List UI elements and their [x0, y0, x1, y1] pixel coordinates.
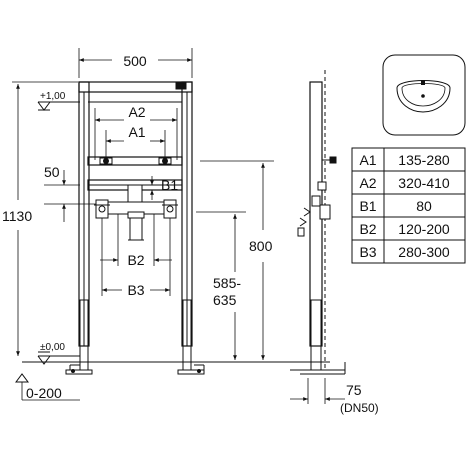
dimension-500 — [78, 48, 193, 78]
top-rail — [78, 81, 193, 93]
width-500-label: 500 — [123, 53, 147, 69]
dimension-800 — [200, 160, 274, 360]
dimension-a1 — [105, 130, 166, 157]
bolt-bracket-bar — [87, 156, 183, 166]
height-800-label: 800 — [249, 238, 273, 254]
b1-label: B1 — [161, 177, 178, 193]
table-row-key: A1 — [359, 152, 376, 168]
dimension-b2 — [100, 214, 172, 266]
dimension-a2 — [94, 108, 178, 160]
table-row-key: B2 — [359, 221, 376, 237]
dimension-1130 — [12, 81, 78, 356]
table-row-value: 320-410 — [398, 175, 450, 191]
level-marker-icon — [37, 101, 51, 111]
depth-note-label: (DN50) — [340, 401, 379, 415]
dimension-75 — [290, 378, 345, 404]
table-row-key: A2 — [359, 175, 376, 191]
floor-level-label: ±0,00 — [40, 342, 65, 353]
height-range-label-2: 635 — [213, 292, 237, 308]
dimension-0-200 — [21, 382, 80, 401]
height-range-label-1: 585- — [213, 275, 241, 291]
dimension-b3 — [101, 218, 171, 296]
washbasin-icon — [382, 54, 466, 136]
a1-label: A1 — [128, 124, 145, 140]
table-row-value: 80 — [416, 198, 432, 214]
table-row-value: 120-200 — [398, 221, 450, 237]
top-level-label: +1,00 — [40, 91, 66, 102]
front-view — [22, 81, 290, 375]
table-row-key: B1 — [359, 198, 376, 214]
dimension-table: A1 135-280 A2 320-410 B1 80 B2 120-200 B… — [351, 147, 466, 264]
level-marker-icon — [37, 351, 51, 365]
table-row-key: B3 — [359, 244, 376, 260]
b2-label: B2 — [127, 252, 144, 268]
spacing-50-label: 50 — [44, 164, 60, 180]
left-foot — [65, 364, 93, 375]
table-row-value: 280-300 — [398, 244, 450, 260]
level-marker-icon — [15, 373, 29, 383]
dimension-50 — [44, 170, 96, 222]
height-1130-label: 1130 — [2, 208, 32, 224]
floor-adjust-label: 0-200 — [26, 385, 62, 401]
b3-label: B3 — [127, 282, 144, 298]
a2-label: A2 — [128, 104, 145, 120]
side-view — [290, 70, 346, 375]
table-row-value: 135-280 — [398, 152, 450, 168]
dimension-585-635 — [196, 211, 246, 360]
right-foot — [177, 364, 205, 375]
depth-75-label: 75 — [346, 382, 362, 398]
